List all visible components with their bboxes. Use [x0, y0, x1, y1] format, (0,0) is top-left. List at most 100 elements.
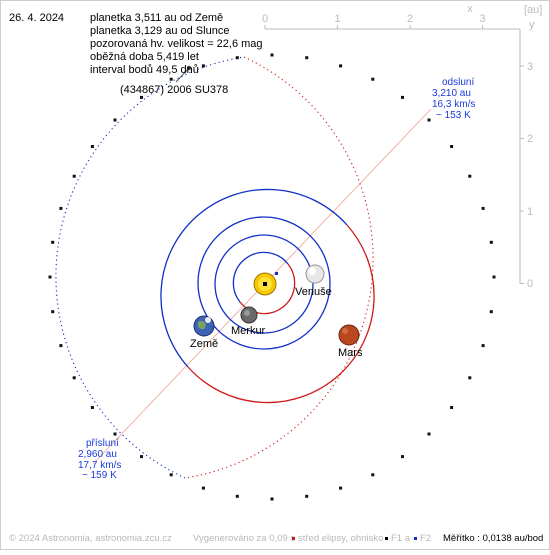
y-tick-label: 3: [527, 61, 533, 73]
orbit-interval-mark: [235, 494, 239, 498]
orbit-interval-mark: [339, 486, 343, 490]
date-label: 26. 4. 2024: [9, 12, 65, 24]
f1-swatch: [385, 536, 388, 540]
y-tick-label: 1: [527, 206, 533, 218]
x-tick-label: 0: [262, 13, 268, 25]
orbit-interval-mark: [140, 95, 143, 99]
orbit-interval-mark: [90, 145, 94, 148]
scale-label: Měřítko : 0,0138 au/bod: [443, 533, 544, 544]
mercury-label: Merkur: [231, 325, 266, 337]
earth-orbit: [197, 216, 331, 350]
orbit-interval-mark: [305, 494, 309, 498]
mercury-planet: [240, 306, 258, 324]
asteroid-name: (434867) 2006 SU378: [120, 84, 229, 96]
center-swatch: [292, 536, 295, 540]
mars-orbit-blue: [160, 188, 348, 368]
unit-label: [au]: [524, 4, 542, 16]
info-line: interval bodů 49,5 dnů: [90, 64, 199, 76]
info-line: planetka 3,129 au od Slunce: [90, 25, 230, 37]
legend-f1: F1 a: [383, 533, 410, 544]
orbit-interval-mark: [169, 473, 173, 477]
perihelion-speed: 17,7 km/s: [78, 460, 122, 471]
orbit-interval-mark: [427, 432, 431, 436]
mars-planet: [338, 324, 360, 346]
copyright-link[interactable]: © 2024 Astronomia, astronomia.zcu.cz: [9, 533, 172, 544]
asteroid-orbit-blue-arc: [55, 56, 245, 479]
venus-orbit: [214, 234, 314, 334]
earth-planet: [193, 315, 215, 337]
legend-f2: F2: [412, 533, 431, 544]
orbit-interval-mark: [489, 310, 493, 314]
axis-tick-labels: 0 1 2 3 x [au] y 3 2 1 0: [262, 3, 542, 290]
asteroid-orbit: [48, 53, 496, 501]
y-tick-label: 0: [527, 278, 533, 290]
orbit-interval-mark: [59, 344, 63, 348]
asteroid-orbit-red-arc: [184, 56, 374, 479]
planet-labels: Venuše Merkur Země Mars: [190, 286, 363, 359]
info-line: pozorovaná hv. velikost = 22,6 mag: [90, 38, 263, 50]
asteroid-marker: [175, 65, 192, 83]
orbit-interval-mark: [481, 344, 485, 348]
perihelion-distance: 2,960 au: [78, 449, 117, 460]
axes: [264, 25, 524, 284]
orbit-interval-mark: [51, 310, 55, 314]
info-line: planetka 3,511 au od Země: [90, 12, 224, 24]
orbit-interval-mark: [201, 486, 205, 490]
orbit-interval-mark: [113, 432, 117, 436]
orbit-interval-mark: [489, 240, 493, 244]
orbit-interval-mark: [48, 275, 52, 279]
mars-label: Mars: [338, 347, 363, 359]
venus-label: Venuše: [295, 286, 332, 298]
orbit-interval-mark: [339, 64, 343, 68]
orbit-interval-mark: [270, 53, 274, 57]
x-tick-label: 1: [334, 13, 340, 25]
orbit-interval-mark: [468, 174, 472, 178]
mercury-orbit-blue: [232, 251, 289, 303]
earth-label: Země: [190, 338, 218, 350]
f2-swatch: [414, 536, 417, 540]
orbit-interval-mark: [235, 56, 239, 60]
orbit-interval-mark: [305, 56, 309, 60]
sun: [253, 272, 278, 296]
perihelion-title: přísluní: [86, 438, 119, 449]
orbit-interval-mark: [468, 376, 472, 380]
orbit-interval-mark: [201, 64, 205, 68]
orbit-interval-mark: [401, 95, 404, 99]
venus-planet: [305, 264, 325, 284]
orbit-interval-mark: [51, 240, 55, 244]
orbit-interval-mark: [481, 206, 485, 210]
y-tick-label: 2: [527, 133, 533, 145]
x-axis-letter: x: [467, 3, 473, 15]
orbit-interval-mark: [492, 275, 496, 279]
orbit-interval-mark: [371, 77, 375, 81]
orbit-interval-mark: [401, 455, 404, 459]
orbit-interval-mark: [450, 406, 454, 409]
orbit-interval-mark: [59, 206, 63, 210]
aphelion-distance: 3,210 au: [432, 88, 471, 99]
aphelion-title: odsluní: [442, 77, 475, 88]
orbit-interval-mark: [450, 145, 454, 148]
generation-time: Vygenerováno za 0,09 s: [193, 533, 296, 544]
f2-legend-label: F2: [420, 533, 432, 544]
orbit-interval-mark: [169, 77, 173, 81]
aphelion-temperature: ~ 153 K: [436, 110, 471, 121]
perihelion-temperature: ~ 159 K: [82, 470, 117, 481]
orbit-interval-mark: [371, 473, 375, 477]
orbit-interval-mark: [427, 118, 431, 122]
orbit-interval-mark: [72, 376, 76, 380]
orbit-interval-mark: [113, 118, 117, 122]
orbit-interval-mark: [90, 406, 94, 409]
f1-legend-label: F1 a: [391, 533, 411, 544]
orbit-interval-mark: [140, 455, 143, 459]
mars-orbit-red: [187, 224, 375, 404]
x-tick-label: 2: [407, 13, 413, 25]
orbit-interval-mark: [270, 497, 274, 501]
center-legend-label: střed elipsy, ohnisko: [298, 533, 384, 544]
orbit-interval-marks: [48, 53, 496, 501]
aphelion-speed: 16,3 km/s: [432, 99, 476, 110]
orbit-interval-mark: [72, 174, 76, 178]
y-axis-letter: y: [529, 19, 535, 31]
legend-center: střed elipsy, ohnisko: [290, 533, 383, 544]
